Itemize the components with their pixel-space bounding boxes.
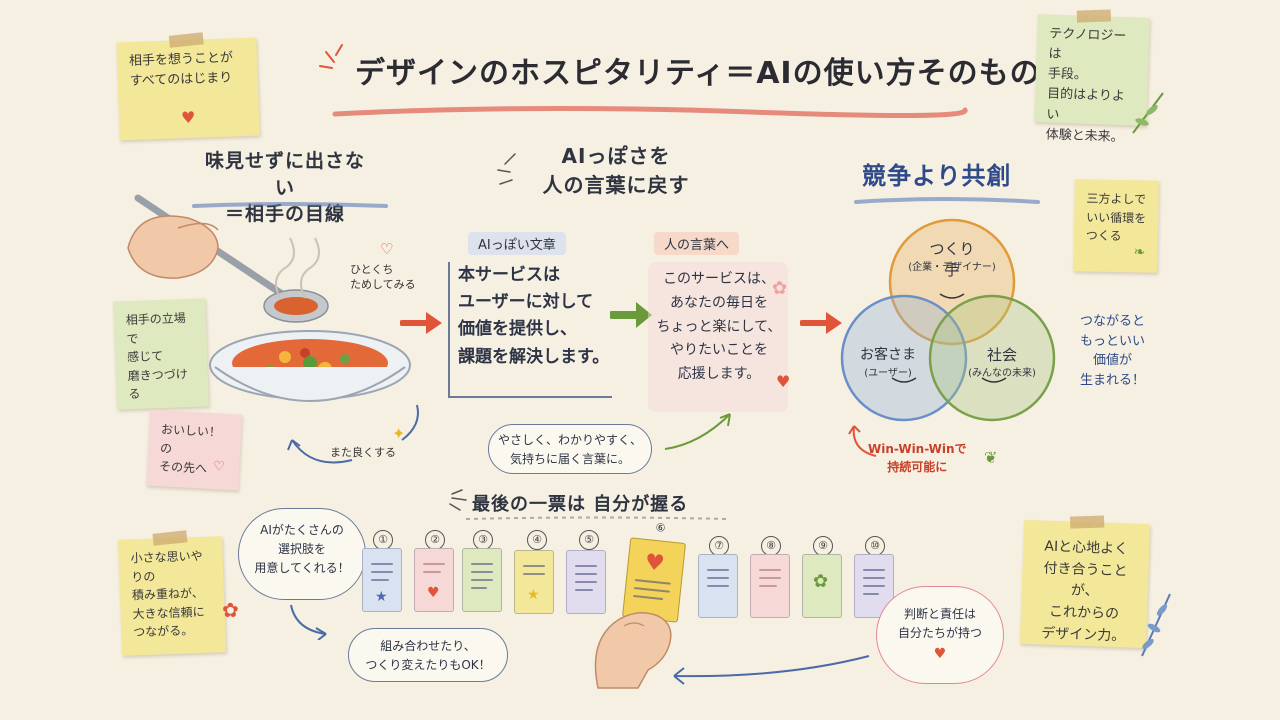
heart-icon: ♥	[776, 372, 791, 391]
option-card[interactable]	[566, 550, 606, 614]
option-card[interactable]	[698, 554, 738, 618]
venn-diagram	[840, 218, 1056, 422]
card-number: ③	[473, 530, 493, 550]
note-text: 三方よしで いい循環を つくる	[1085, 191, 1147, 244]
card-number: ①	[373, 530, 393, 550]
maker-label: つくり手	[929, 240, 975, 279]
note-text: 小さな思いやりの 積み重ねが、 大きな信頼に つながる。	[130, 548, 205, 640]
note-bottom-left: 小さな思いやりの 積み重ねが、 大きな信頼に つながる。	[118, 530, 226, 656]
ai-text-tag: AIっぽい文章	[468, 232, 566, 255]
heart-icon: ♡	[380, 240, 394, 258]
option-card[interactable]: ✿	[802, 554, 842, 618]
title-sparkle-left	[319, 44, 343, 69]
card-number: ⑤	[579, 530, 599, 550]
maker-sub-label: (企業・デザイナー)	[908, 262, 996, 273]
section1-heading: 味見せずに出さない ＝相手の目線	[204, 150, 365, 226]
tape	[1069, 515, 1105, 529]
curve-arrow-icon	[290, 604, 327, 640]
heart-icon: ♥	[427, 585, 440, 601]
option-card[interactable]: ★	[514, 550, 554, 614]
star-icon: ★	[375, 589, 388, 605]
tape	[1076, 9, 1112, 23]
heart-icon: ♥	[643, 550, 666, 577]
human-text: このサービスは、 あなたの毎日を ちょっと楽にして、 やりたいことを 応援します…	[656, 271, 782, 383]
steam-icon	[275, 237, 320, 299]
star-icon: ★	[527, 587, 540, 603]
section4-underline	[465, 516, 729, 520]
ai-text: 本サービスは ユーザーに対して 価値を提供し、 課題を解決します。	[458, 265, 610, 367]
section1-underline	[192, 202, 388, 208]
society-label: 社会	[986, 346, 1017, 364]
arrow-right-icon	[610, 302, 652, 328]
ai-text-box: 本サービスは ユーザーに対して 価値を提供し、 課題を解決します。	[448, 262, 612, 398]
section2-heading: AIっぽさを 人の言葉に戻す	[542, 144, 690, 197]
card-number: ⑧	[761, 536, 781, 556]
bubble-text: AIがたくさんの 選択肢を 用意してくれる！	[254, 523, 350, 576]
long-arrow-left-icon	[673, 655, 870, 685]
ai-options-bubble: AIがたくさんの 選択肢を 用意してくれる！	[238, 508, 366, 600]
society-sub-label: (みんなの未来)	[968, 368, 1036, 379]
sparkle-icon: ✦	[392, 424, 406, 443]
flower-icon: ✿	[813, 571, 829, 592]
section3-underline	[854, 197, 1040, 204]
tape	[168, 32, 204, 48]
page-title: デザインのホスピタリティ＝AIの使い方そのもの	[355, 56, 1041, 91]
note-text: 相手の立場で 感じて 磨きつづける	[125, 311, 188, 402]
card-number: ⑨	[813, 536, 833, 556]
card-number: ⑩	[865, 536, 885, 556]
arrow-right-icon	[800, 312, 842, 334]
option-card[interactable]	[750, 554, 790, 618]
bubble-text: やさしく、わかりやすく、 気持ちに届く言葉に。	[497, 433, 642, 467]
customer-label: お客さま	[860, 347, 916, 363]
card-number: ⑦	[709, 536, 729, 556]
sparkle-lines-icon	[449, 489, 467, 511]
card-number: ④	[527, 530, 547, 550]
heart-icon: ♥	[180, 107, 196, 128]
flower-icon: ✿	[222, 598, 239, 622]
soup-bowl-illustration	[209, 330, 411, 402]
tape	[152, 530, 188, 546]
heart-icon: ♥	[933, 646, 947, 663]
note-bottom-right: AIと心地よく 付き合うことが、 これからの デザイン力。	[1019, 515, 1151, 649]
human-text-box: このサービスは、 あなたの毎日を ちょっと楽にして、 やりたいことを 応援します…	[648, 262, 788, 412]
heart-icon: ♡	[212, 459, 226, 475]
section3-side-note: つながると もっといい 価値が 生まれる！	[1080, 314, 1146, 388]
leaf-icon	[1132, 92, 1164, 134]
title-underline	[332, 105, 968, 119]
flower-icon: ✿	[772, 278, 788, 299]
card-number: ②	[425, 530, 445, 550]
note-left-low: おいしい！の その先へ ♡	[146, 409, 242, 491]
note-top-left: 相手を想うことが すべてのはじまり ♥	[116, 32, 260, 141]
cycle-arrow-icon	[287, 404, 419, 464]
customer-sub-label: (ユーザー)	[864, 368, 912, 379]
note-text: テクノロジーは 手段。 目的はよりよい 体験と未来。	[1045, 26, 1127, 145]
note-text: 相手を想うことが すべてのはじまり	[128, 50, 234, 90]
option-card[interactable]: ♥	[414, 548, 454, 612]
win-label: Win-Win-Winで 持続可能に	[868, 442, 967, 474]
note-right-small: 三方よしで いい循環を つくる ❧	[1073, 179, 1159, 273]
sparkle-lines-icon	[497, 153, 516, 185]
combine-bubble: 組み合わせたり、 つくり変えたりもOK！	[348, 628, 508, 682]
sprout-icon: ❧	[1133, 244, 1146, 261]
curve-arrow-icon	[848, 425, 877, 457]
curve-arrow-icon	[664, 413, 731, 450]
leaf-icon: ❦	[984, 448, 998, 467]
human-text-tag: 人の言葉へ	[654, 232, 740, 255]
section3-heading: 競争より共創	[862, 162, 1012, 190]
bubble-text: 組み合わせたり、 つくり変えたりもOK！	[365, 639, 491, 673]
option-card[interactable]: ★	[362, 548, 402, 612]
option-card[interactable]	[462, 548, 502, 612]
judge-bubble: 判断と責任は 自分たちが持つ ♥	[876, 586, 1004, 684]
bubble-text: 判断と責任は 自分たちが持つ	[897, 607, 982, 641]
taste-label: ひとくち ためしてみる	[350, 263, 416, 292]
section2-bubble: やさしく、わかりやすく、 気持ちに届く言葉に。	[488, 424, 652, 474]
improve-label: また良くする	[330, 446, 396, 459]
arrow-right-icon	[400, 312, 442, 334]
section4-heading: 最後の一票は 自分が握る	[472, 494, 689, 515]
note-text: AIと心地よく 付き合うことが、 これからの デザイン力。	[1040, 538, 1129, 645]
note-left-mid: 相手の立場で 感じて 磨きつづける	[113, 298, 209, 410]
hand-holding-card-illustration	[594, 612, 672, 689]
leaf-branch-icon	[1141, 593, 1171, 657]
